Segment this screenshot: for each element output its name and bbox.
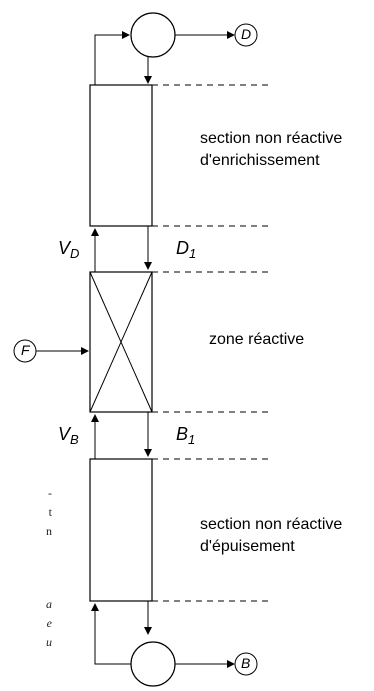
clipped-text-fragment-2: a e u <box>0 595 52 652</box>
clipped-line: a <box>46 597 52 611</box>
enrichment-section-label: section non réactive d'enrichissement <box>200 128 342 172</box>
enrichment-label-line1: section non réactive <box>200 130 343 147</box>
enrichment-label-line2: d'enrichissement <box>200 152 320 169</box>
liquid-d1-label: D1 <box>176 238 197 261</box>
boilup-line <box>91 603 131 665</box>
liquid-b1-label: B1 <box>176 424 196 447</box>
bottoms-node <box>234 652 258 676</box>
enrichment-section-box <box>89 84 153 227</box>
stripping-label-line2: d'épuisement <box>200 538 295 555</box>
vapor-vb-label: VB <box>58 424 79 447</box>
section-boundaries <box>152 84 268 602</box>
stripping-section-box <box>89 458 153 602</box>
clipped-line: t <box>48 505 52 519</box>
distillate-label: D <box>241 26 252 42</box>
stripping-label-line1: section non réactive <box>200 516 343 533</box>
clipped-line: u <box>46 635 52 649</box>
distillate-node <box>234 23 258 47</box>
reboiler-circle <box>130 641 176 687</box>
feed-label: F <box>21 342 30 358</box>
vapor-vd-label: VD <box>58 238 80 261</box>
overhead-vapor-line <box>94 31 130 85</box>
clipped-line: n <box>46 524 52 538</box>
clipped-line: - <box>48 486 52 500</box>
clipped-line: e <box>46 616 52 630</box>
clipped-text-fragment-1: - t n <box>0 484 52 541</box>
condenser-circle <box>130 12 176 58</box>
bottoms-label: B <box>241 655 251 671</box>
reactive-zone-label: zone réactive <box>209 331 305 348</box>
stripping-section-label: section non réactive d'épuisement <box>200 514 342 558</box>
reactive-zone-box <box>89 271 153 413</box>
